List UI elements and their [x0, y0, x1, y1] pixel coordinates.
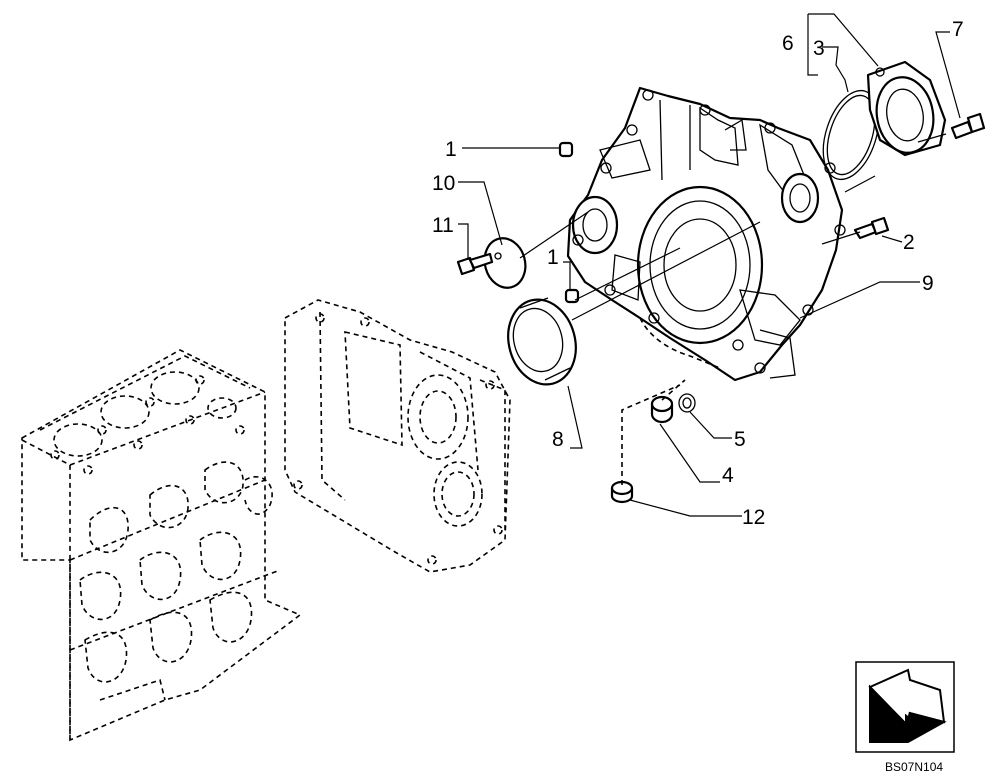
o-ring: [822, 89, 880, 181]
dowel-pin-upper: [558, 141, 574, 158]
callout-3: 3: [813, 37, 825, 60]
timing-gear-cover: [566, 86, 846, 382]
callout-1-upper: 1: [445, 138, 457, 161]
callout-9: 9: [922, 272, 934, 295]
callout-6: 6: [782, 32, 794, 55]
seal-carrier: [866, 60, 947, 157]
callout-4: 4: [722, 464, 734, 487]
engine-block: [21, 349, 302, 742]
callout-leaders: [458, 13, 961, 517]
callout-10: 10: [432, 172, 455, 195]
callout-5: 5: [734, 428, 746, 451]
gear-housing: [284, 299, 511, 573]
sealing-washer: [678, 393, 696, 413]
callout-labels: 1 1 2 3 4 5 6 7 8 9 10 11 12: [432, 18, 964, 529]
cover-plate-bolt: [456, 252, 494, 276]
callout-7: 7: [952, 18, 964, 41]
front-oil-seal: [507, 297, 577, 386]
arrow-left-down-icon[interactable]: [855, 661, 955, 753]
assembly-lines: [519, 133, 947, 485]
seal-carrier-bolt: [950, 112, 986, 140]
callout-11: 11: [432, 214, 454, 237]
drawing-code: BS07N104: [885, 760, 943, 774]
access-cover-plate: [483, 237, 527, 289]
drain-plug: [650, 395, 674, 424]
dowel-pin-lower: [564, 288, 580, 304]
callout-8: 8: [552, 428, 564, 451]
callout-12: 12: [742, 506, 765, 529]
callout-2: 2: [903, 231, 915, 254]
callout-1-lower: 1: [547, 246, 559, 269]
cover-bolt: [853, 216, 890, 240]
